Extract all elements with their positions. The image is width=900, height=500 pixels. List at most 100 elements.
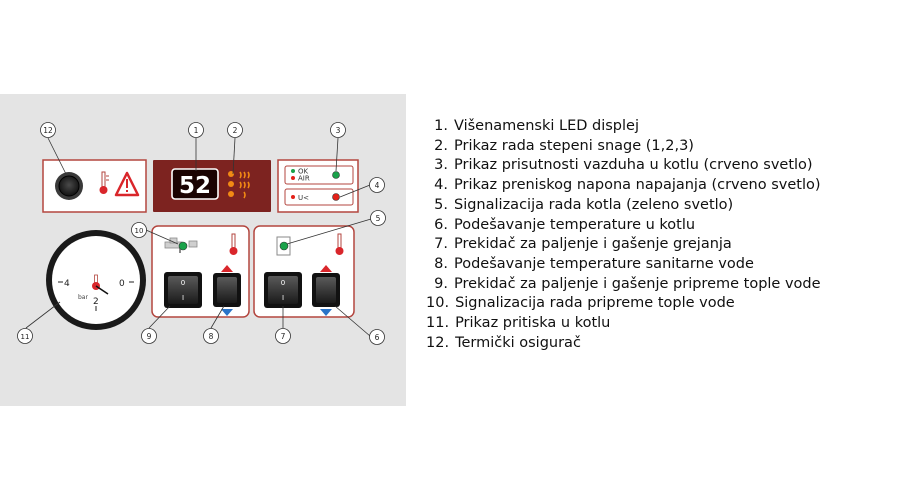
hot-water-box: 0 I [151, 225, 250, 318]
legend-item-number: 12. [426, 334, 450, 351]
hot-water-temp-down-icon[interactable] [221, 309, 233, 316]
hot-water-thermometer-icon [229, 233, 238, 255]
indicator-ok-label: OK [298, 168, 309, 176]
svg-text:7: 7 [281, 332, 286, 341]
ok-dot [291, 169, 295, 173]
svg-text:3: 3 [336, 126, 341, 135]
led-display-value: 52 [179, 173, 211, 199]
legend-item: 4. Prikaz preniskog napona napajanja (crv… [426, 176, 821, 196]
heating-box: 0 I [253, 225, 355, 318]
gauge-tick-2: 2 [93, 297, 99, 307]
hot-water-switch-on-label: 0 [181, 279, 185, 287]
indicator-box: OK AIR U< [277, 159, 359, 213]
callout-3: 3 [330, 122, 346, 138]
power-stage-3-led [228, 191, 234, 197]
svg-text:2: 2 [233, 126, 238, 135]
svg-text:8: 8 [209, 332, 214, 341]
hot-water-switch[interactable]: 0 I [164, 272, 202, 308]
callout-4: 4 [369, 177, 385, 193]
svg-text:9: 9 [147, 332, 152, 341]
legend-item-text: Signalizacija rada kotla (zeleno svetlo) [454, 196, 734, 213]
svg-text:11: 11 [21, 333, 30, 341]
svg-text:1: 1 [194, 126, 199, 135]
heating-switch-on-label: 0 [281, 279, 285, 287]
svg-text:6: 6 [375, 333, 380, 342]
boiler-control-panel: 52 OK AIR U< 4 2 0 [0, 94, 406, 406]
legend-item: 3. Prikaz prisutnosti vazduha u kotlu (cr… [426, 156, 821, 176]
hot-water-temp-up-icon[interactable] [221, 265, 233, 272]
callout-10: 10 [131, 222, 147, 238]
legend-item-number: 3. [434, 157, 448, 174]
legend-item: 2. Prikaz rada stepeni snage (1,2,3) [426, 137, 821, 157]
legend-item-number: 11. [426, 315, 450, 332]
legend-item-number: 5. [434, 196, 448, 213]
boiler-temp-up-icon[interactable] [320, 265, 332, 272]
gauge-tick-4: 4 [64, 279, 70, 289]
legend-item-number: 2. [434, 137, 448, 154]
svg-text:5: 5 [376, 214, 381, 223]
boiler-operation-led [279, 241, 289, 251]
gauge-needle [95, 285, 109, 295]
svg-text:10: 10 [135, 227, 144, 235]
legend-item: 8. Podešavanje temperature sanitarne vode [426, 255, 821, 275]
thermal-fuse-box [42, 159, 147, 213]
legend-item-text: Prikaz pritiska u kotlu [455, 315, 611, 332]
legend-item-number: 7. [434, 236, 448, 253]
callout-markers: 12 1 2 3 4 5 6 7 8 9 10 11 [17, 122, 386, 345]
callout-1: 1 [188, 122, 204, 138]
legend-item-text: Termički osigurač [455, 334, 581, 351]
legend-item-text: Prekidač za paljenje i gašenje grejanja [454, 236, 732, 253]
indicator-air-label: AIR [298, 175, 310, 183]
power-stage-leds [228, 171, 250, 199]
voltage-dot [291, 195, 295, 199]
thermometer-icon [99, 171, 109, 194]
heating-switch[interactable]: 0 I [264, 272, 302, 308]
legend-item: 6.Podešavanje temperature u kotlu [426, 216, 821, 236]
legend-item-text: Prekidač za paljenje i gašenje pripreme … [454, 275, 821, 292]
heating-coil-icons [239, 171, 250, 199]
legend-item-number: 9. [434, 275, 448, 292]
air-presence-led [332, 171, 340, 179]
legend-item-text: Prikaz prisutnosti vazduha u kotlu (crve… [454, 157, 813, 174]
svg-text:4: 4 [375, 181, 380, 190]
legend-item-number: 8. [434, 255, 448, 272]
legend-item-text: Podešavanje temperature u kotlu [454, 216, 696, 233]
indicator-voltage-label: U< [298, 194, 309, 202]
pressure-gauge: 4 2 0 bar [46, 230, 146, 330]
boiler-temp-setter[interactable] [312, 265, 340, 316]
heating-switch-off-label: I [282, 294, 284, 302]
callout-9: 9 [141, 328, 157, 344]
callout-11: 11 [17, 328, 33, 344]
led-display-box: 52 [153, 160, 271, 212]
hot-water-temp-setter[interactable] [213, 265, 241, 316]
gauge-unit: bar [78, 294, 88, 301]
legend-item: 12. Termički osigurač [426, 334, 821, 354]
legend-item-text: Prikaz rada stepeni snage (1,2,3) [454, 137, 694, 154]
callout-12: 12 [40, 122, 56, 138]
callout-5: 5 [370, 210, 386, 226]
svg-text:12: 12 [43, 126, 53, 135]
callout-2: 2 [227, 122, 243, 138]
hot-water-switch-off-label: I [182, 294, 184, 302]
callout-6: 6 [369, 329, 385, 345]
callout-8: 8 [203, 328, 219, 344]
legend-item-number: 10. [426, 295, 450, 312]
legend-item-text: Prikaz preniskog napona napajanja (crven… [454, 177, 821, 194]
legend-item-number: 4. [434, 177, 448, 194]
low-voltage-led [332, 193, 340, 201]
hot-water-led [178, 241, 188, 251]
callout-leader-lines [25, 137, 372, 337]
legend-item: 11. Prikaz pritiska u kotlu [426, 314, 821, 334]
warning-triangle-icon [114, 171, 140, 197]
boiler-temp-down-icon[interactable] [320, 309, 332, 316]
legend-item: 5. Signalizacija rada kotla (zeleno svetl… [426, 196, 821, 216]
power-stage-1-led [228, 171, 234, 177]
legend-item-text: Podešavanje temperature sanitarne vode [454, 255, 754, 272]
legend-item-text: Signalizacija rada pripreme tople vode [455, 295, 735, 312]
legend-item: 7. Prekidač za paljenje i gašenje grejanj… [426, 235, 821, 255]
callout-7: 7 [275, 328, 291, 344]
legend-item: 9. Prekidač za paljenje i gašenje priprem… [426, 275, 821, 295]
legend-item-text: Višenamenski LED displej [454, 118, 639, 134]
power-stage-2-led [228, 181, 234, 187]
